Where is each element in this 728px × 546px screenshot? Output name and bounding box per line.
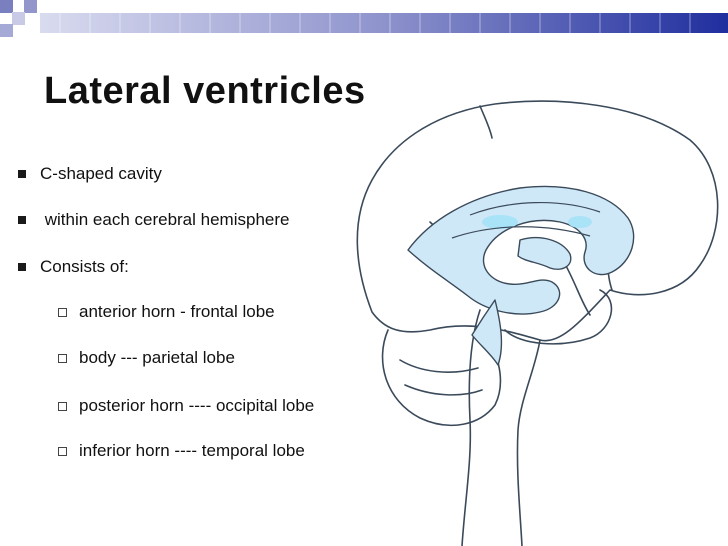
square-bullet-icon [18,170,26,178]
bullet-item: C-shaped cavity [18,164,162,184]
brainstem-outline [461,309,481,546]
bullet-item: within each cerebral hemisphere [18,210,289,230]
sub-bullet-item: posterior horn ---- occipital lobe [58,396,314,416]
sub-bullet-text: inferior horn ---- temporal lobe [79,441,305,460]
sub-bullet-text: posterior horn ---- occipital lobe [79,396,315,415]
third-ventricle [517,236,572,270]
header-square [0,24,13,37]
sub-bullet-text: body --- parietal lobe [79,348,235,367]
header-square [0,0,13,13]
bullet-item: Consists of: [18,257,129,277]
hollow-square-bullet-icon [58,446,67,456]
hollow-square-bullet-icon [58,353,67,363]
header-stripe [40,13,728,33]
header-decoration [0,0,728,37]
sub-bullet-item: body --- parietal lobe [58,348,235,368]
square-bullet-icon [18,263,26,271]
sub-bullet-item: anterior horn - frontal lobe [58,302,275,322]
bullet-text: within each cerebral hemisphere [40,210,290,229]
brain-ventricles-illustration [356,100,719,546]
sub-bullet-text: anterior horn - frontal lobe [79,302,275,321]
slide-title: Lateral ventricles [44,70,366,112]
square-bullet-icon [18,216,26,224]
bullet-text: Consists of: [40,257,129,276]
ventricle-highlight [482,215,518,229]
cerebellum-outline [381,329,502,427]
header-square [24,0,37,13]
cerebral-aqueduct [471,299,503,366]
bullet-text: C-shaped cavity [40,164,162,183]
sub-bullet-item: inferior horn ---- temporal lobe [58,441,305,461]
ventricle-highlight [568,216,592,228]
hollow-square-bullet-icon [58,401,67,411]
hollow-square-bullet-icon [58,307,67,317]
header-square [12,12,25,25]
